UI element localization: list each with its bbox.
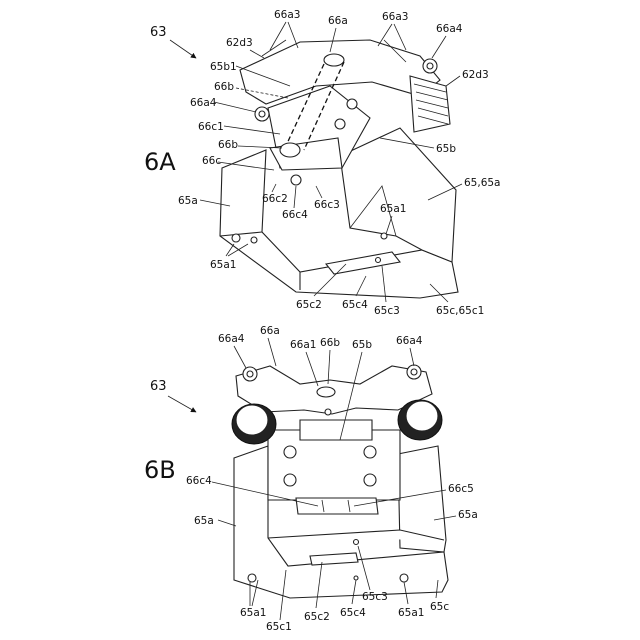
callout-66a3-left: 66a3 (274, 9, 300, 21)
callout-65b: 65b (436, 143, 456, 155)
callout-66c2: 66c2 (262, 193, 288, 205)
callout-65c3: 65c3 (374, 305, 400, 317)
callout-65c2: 65c2 (296, 299, 322, 311)
callout-65a1-right: 65a1 (380, 203, 406, 215)
callout-66a1: 66a1 (290, 339, 316, 351)
callout-66c1: 66c1 (198, 121, 224, 133)
callout-65c-65c1: 65c,65c1 (436, 305, 484, 317)
figure-6b-ref: 63 (150, 379, 167, 394)
figure-6b-label: 6B (144, 456, 176, 484)
callout-66c: 66c (202, 155, 221, 167)
callout-65c1: 65c1 (266, 621, 292, 633)
callout-66c3: 66c3 (314, 199, 340, 211)
callout-66c4: 66c4 (186, 475, 212, 487)
figure-6b-drawing (232, 365, 448, 598)
callout-65c: 65c (430, 601, 449, 613)
callout-66b-lower: 66b (218, 139, 238, 151)
callout-66b: 66b (320, 337, 340, 349)
callout-66a4-left: 66a4 (218, 333, 245, 345)
callout-65c4: 65c4 (342, 299, 368, 311)
callout-65a-right: 65a (458, 509, 478, 521)
knob-left (232, 404, 276, 444)
callout-62d3-right: 62d3 (462, 69, 489, 81)
callout-66a: 66a (260, 325, 280, 337)
callout-66a4-left: 66a4 (190, 97, 217, 109)
callout-66b-upper: 66b (214, 81, 234, 93)
callout-65c3: 65c3 (362, 591, 388, 603)
callout-66a4-right: 66a4 (436, 23, 463, 35)
figure-6a-ref: 63 (150, 25, 167, 40)
figure-6a-label: 6A (144, 148, 176, 176)
callout-65b1: 65b1 (210, 61, 237, 73)
callout-65a: 65a (178, 195, 198, 207)
callout-65c2: 65c2 (304, 611, 330, 623)
callout-65-65a: 65,65a (464, 177, 501, 189)
callout-66c5: 66c5 (448, 483, 474, 495)
callout-65b: 65b (352, 339, 372, 351)
callout-66a4-right: 66a4 (396, 335, 423, 347)
figure-6a-drawing (220, 40, 458, 298)
callout-62d3-left: 62d3 (226, 37, 253, 49)
callout-66c4: 66c4 (282, 209, 308, 221)
knob-right (398, 400, 442, 440)
knob-62d3 (410, 76, 450, 132)
callout-65a-left: 65a (194, 515, 214, 527)
callout-65c4: 65c4 (340, 607, 366, 619)
callout-65a1-right: 65a1 (398, 607, 424, 619)
callout-65a1-left: 65a1 (210, 259, 236, 271)
callout-66a3-right: 66a3 (382, 11, 408, 23)
callout-66a: 66a (328, 15, 348, 27)
callout-65a1-left: 65a1 (240, 607, 266, 619)
